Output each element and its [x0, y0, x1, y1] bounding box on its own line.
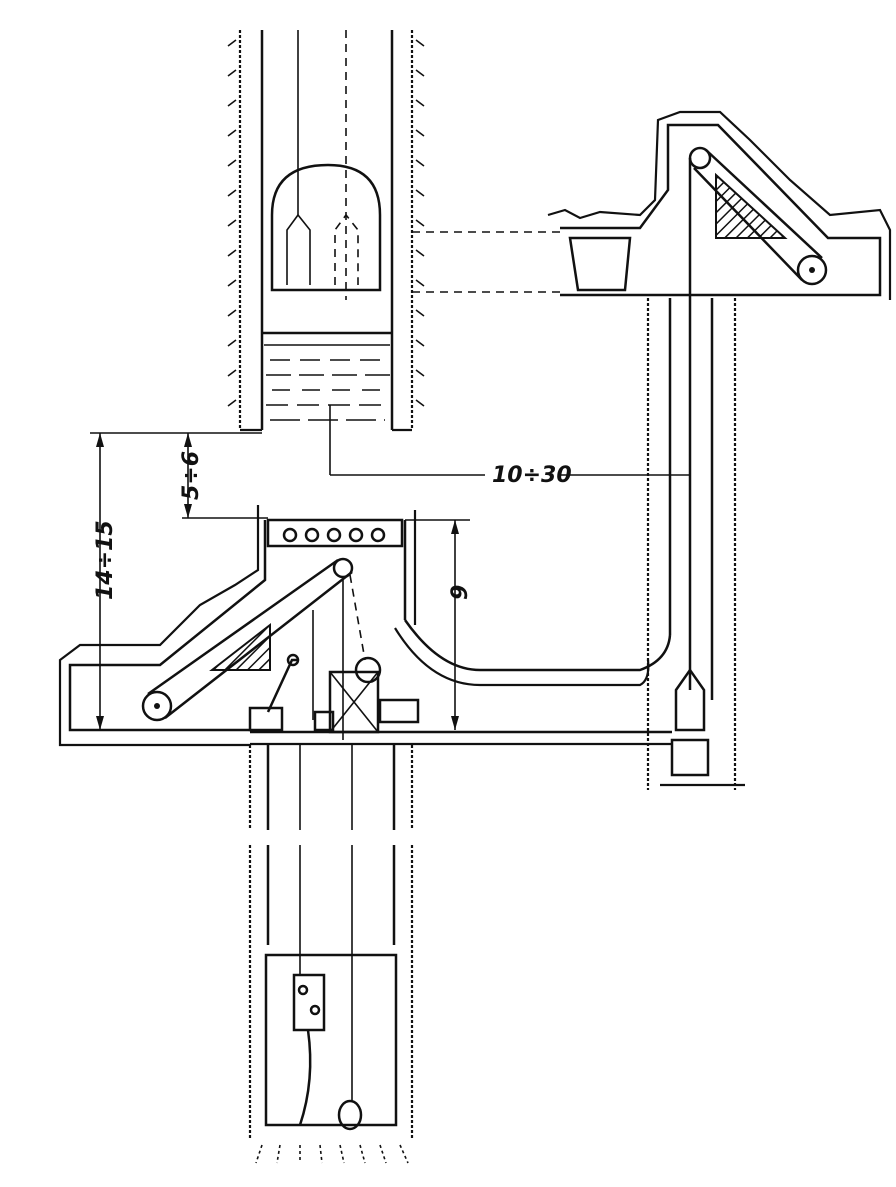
right-shaft [646, 298, 745, 790]
dimension-left-total: 14÷15 [90, 432, 262, 730]
dim-label-left-total: 14÷15 [93, 520, 118, 600]
lower-shaft [248, 745, 414, 1164]
dim-label-upper-gap: 5÷6 [179, 451, 204, 500]
horizontal-drift [250, 619, 672, 746]
dimension-horizontal: 10÷30 [330, 463, 690, 488]
lower-chamber [58, 505, 420, 747]
dim-label-chamber-height: 9 [448, 585, 473, 600]
right-headframe [547, 110, 892, 690]
upper-shaft [227, 30, 425, 475]
dimension-upper-gap: 5÷6 [179, 433, 268, 519]
dimension-chamber-height: 9 [405, 519, 473, 730]
dim-label-horizontal: 10÷30 [492, 463, 572, 488]
water-sump [264, 344, 390, 421]
